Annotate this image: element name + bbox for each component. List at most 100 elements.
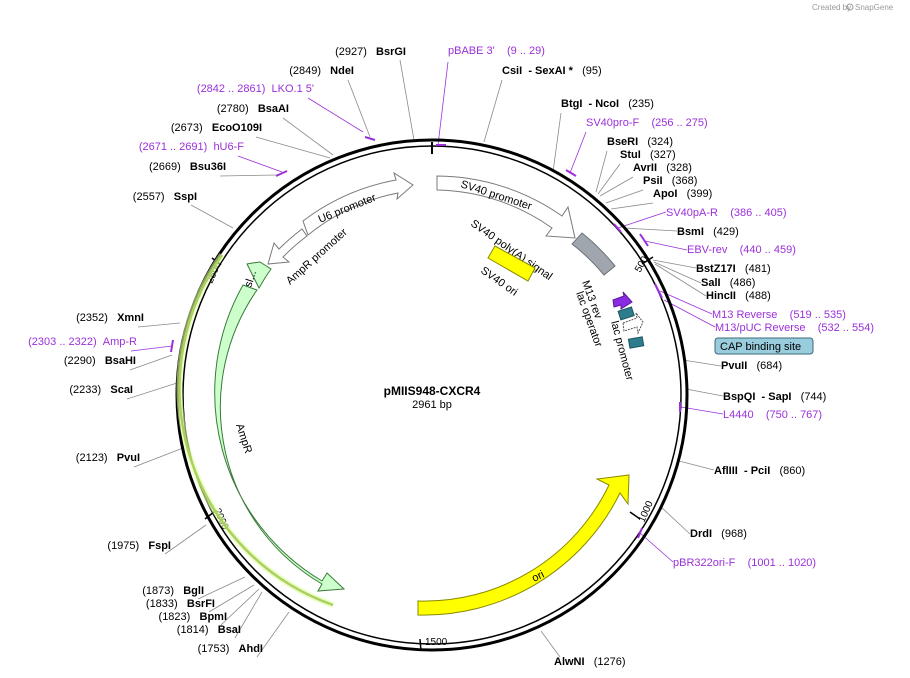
enzyme-label-fspi[interactable]: (1975) FspI [107, 540, 171, 552]
enzyme-label-bsrgi[interactable]: (2927) BsrGI [335, 46, 406, 58]
enzyme-pos: (2673) [171, 122, 203, 134]
enzyme-label-bgli[interactable]: (1873) BglI [142, 585, 204, 597]
primer-site-m13-reverse[interactable] [654, 283, 663, 299]
enzyme-label-bsrfi[interactable]: (1833) BsrFI [146, 598, 215, 610]
primer-label-lko-1-5-[interactable]: (2842 .. 2861) LKO.1 5' [197, 83, 314, 95]
enzyme-pos: (327) [650, 149, 676, 161]
enzyme-label-bpmi[interactable]: (1823) BpmI [159, 611, 227, 623]
primer-label-amp-r[interactable]: (2303 .. 2322) Amp-R [28, 336, 137, 348]
enzyme-label-hincii[interactable]: HincII (488) [706, 290, 771, 302]
enzyme-pos: (2290) [64, 355, 96, 367]
primer-label-m13-puc-reverse[interactable]: M13/pUC Reverse (532 .. 554) [715, 322, 874, 334]
connector-right-18 [685, 388, 724, 397]
enzyme-pos: (368) [672, 175, 698, 187]
enzyme-pos: (2849) [289, 65, 321, 77]
primer-label-sv40pa-r[interactable]: SV40pA-R (386 .. 405) [666, 207, 786, 219]
primer-pos: (2671 .. 2691) [139, 141, 208, 153]
u6-promoter-arrow[interactable] [302, 171, 414, 236]
enzyme-pos: (429) [713, 226, 739, 238]
enzyme-pos: (2669) [149, 161, 181, 173]
enzyme-label-bsaai[interactable]: (2780) BsaAI [217, 103, 289, 115]
enzyme-label-sspi[interactable]: (2557) SspI [133, 191, 197, 203]
primer-name: pBABE 3' [448, 45, 495, 57]
site-label-text: SV40pro-F (256 .. 275) [586, 117, 708, 129]
enzyme-pos: (1833) [146, 598, 178, 610]
primer-label-m13-reverse[interactable]: M13 Reverse (519 .. 535) [712, 309, 846, 321]
primer-label-ebv-rev[interactable]: EBV-rev (440 .. 459) [687, 244, 796, 256]
enzyme-label-bseri[interactable]: BseRI (324) [607, 136, 673, 148]
site-label-text: BstZ17I (481) [696, 263, 771, 275]
enzyme-label-drdi[interactable]: DrdI (968) [690, 528, 747, 540]
primer-label-hu6-f[interactable]: (2671 .. 2691) hU6-F [139, 141, 244, 153]
enzyme-label-pvuii[interactable]: PvuII (684) [721, 360, 782, 372]
enzyme-label-csii[interactable]: CsiI - SexAI * (95) [502, 65, 602, 77]
connector-left-3 [282, 117, 334, 156]
site-label-text: (2671 .. 2691) hU6-F [139, 141, 244, 153]
ampr-promoter-arrow[interactable] [267, 228, 308, 265]
sv40-ori-block[interactable] [487, 245, 536, 282]
primer-site-pbr322ori-f[interactable] [637, 527, 643, 539]
enzyme-label-bsahi[interactable]: (2290) BsaHI [64, 355, 136, 367]
ampr-arrow[interactable] [214, 284, 346, 592]
enzyme-label-bsu36i[interactable]: (2669) Bsu36I [149, 161, 226, 173]
connector-right-3 [569, 131, 587, 174]
enzyme-pos: (1753) [198, 643, 230, 655]
enzyme-pos: (481) [745, 263, 771, 275]
sl-block[interactable] [246, 261, 272, 290]
enzyme-label-apoi[interactable]: ApoI (399) [653, 188, 712, 200]
sv40-polya-block[interactable] [571, 232, 616, 276]
enzyme-pos: (1823) [159, 611, 191, 623]
ori-arrow[interactable] [417, 474, 630, 616]
enzyme-label-alwni[interactable]: AlwNI (1276) [554, 656, 626, 668]
primer-label-sv40pro-f[interactable]: SV40pro-F (256 .. 275) [586, 117, 708, 129]
site-label-text: (2927) BsrGI [335, 46, 406, 58]
primer-name: SV40pro-F [586, 117, 639, 129]
snapgene-credit: Created by SnapGene [812, 3, 894, 12]
site-label-text: (1873) BglI [142, 585, 204, 597]
primer-site-lko1[interactable] [364, 136, 376, 141]
enzyme-label-sali[interactable]: SalI (486) [701, 277, 755, 289]
primer-site-hu6-f[interactable] [275, 170, 288, 177]
enzyme-label-psii[interactable]: PsiI (368) [643, 175, 697, 187]
enzyme-label-bstz17i[interactable]: BstZ17I (481) [696, 263, 771, 275]
primer-site-amp-r[interactable] [170, 339, 174, 353]
cap-box-label: CAP binding site [720, 341, 801, 353]
enzyme-label-pvui[interactable]: (2123) PvuI [76, 452, 140, 464]
enzyme-label-scai[interactable]: (2233) ScaI [69, 384, 133, 396]
primer-label-l4440[interactable]: L4440 (750 .. 767) [723, 409, 822, 421]
enzyme-label-btgi[interactable]: BtgI - NcoI (235) [561, 98, 654, 110]
lac-promoter-arrow[interactable] [622, 312, 644, 335]
cap-binding-site-box[interactable]: CAP binding site [714, 337, 814, 355]
primer-sites [170, 136, 681, 539]
cap-site-block[interactable] [627, 336, 645, 349]
enzyme-label-bspqi[interactable]: BspQI - SapI (744) [723, 391, 826, 403]
enzyme-pos: (1276) [594, 656, 626, 668]
m13-rev-arrow[interactable] [612, 291, 633, 310]
site-label-text: (1975) FspI [107, 540, 171, 552]
enzyme-name: FspI [148, 540, 171, 552]
sv40-promoter-arrow[interactable] [436, 175, 576, 239]
enzyme-extra: - SexAI * [528, 65, 573, 77]
enzyme-pos: (488) [745, 290, 771, 302]
enzyme-label-ahdi[interactable]: (1753) AhdI [198, 643, 263, 655]
lac-operator-block[interactable] [617, 306, 635, 321]
enzyme-label-avrii[interactable]: AvrII (328) [633, 162, 692, 174]
enzyme-label-bsmi[interactable]: BsmI (429) [677, 226, 739, 238]
site-label-text: (1753) AhdI [198, 643, 263, 655]
connector-left-9 [130, 345, 173, 352]
enzyme-label-bsai[interactable]: (1814) BsaI [177, 624, 241, 636]
primer-site-sv40pro-f[interactable] [565, 169, 577, 177]
tick-label-1500: 1500 [425, 637, 448, 648]
connector-right-7 [605, 189, 644, 204]
enzyme-label-afliii[interactable]: AflIII - PciI (860) [714, 465, 805, 477]
enzyme-label-stui[interactable]: StuI (327) [620, 149, 676, 161]
primer-site-sv40pa-r[interactable] [613, 223, 622, 233]
enzyme-label-ndei[interactable]: (2849) NdeI [289, 65, 354, 77]
enzyme-label-ecoo109i[interactable]: (2673) EcoO109I [171, 122, 262, 134]
enzyme-label-xmni[interactable]: (2352) XmnI [76, 312, 144, 324]
primer-label-pbabe-3-[interactable]: pBABE 3' (9 .. 29) [448, 45, 545, 57]
primer-label-pbr322ori-f[interactable]: pBR322ori-F (1001 .. 1020) [673, 557, 816, 569]
ampr-orf-highlight [176, 253, 335, 608]
primer-site-ebv-rev[interactable] [639, 233, 649, 247]
